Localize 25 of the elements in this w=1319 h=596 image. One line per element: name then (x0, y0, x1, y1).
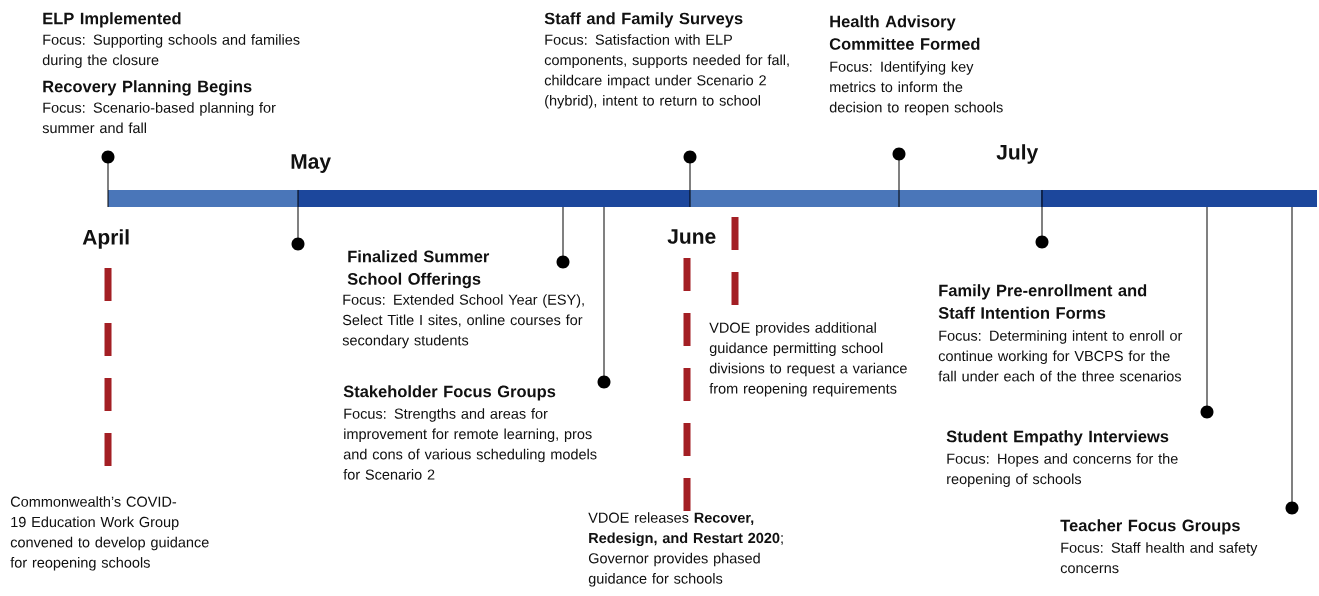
event-description: Focus: Satisfaction with ELP components, supports needed for fall, childcare impact under Scenario 2 (hybrid), intent to return to school (544, 34, 789, 109)
month-label: April (82, 229, 129, 249)
event-description: Focus: Scenario-based planning for summer and fall (42, 102, 276, 134)
month-label: June (667, 229, 716, 244)
note-text: VDOE releases Recover, Redesign, and Restart 2020; Governor provides phased guidance for schools (588, 512, 783, 587)
event-description: Focus: Extended School Year (ESY), Select Title I sites, online courses for secondary students (342, 294, 584, 349)
event-title: Student Empathy Interviews (946, 430, 1169, 446)
month-label: July (996, 144, 1039, 164)
event-description: Focus: Staff health and safety concerns (1060, 542, 1258, 574)
event-description: Focus: Hopes and concerns for the reopening of schools (947, 453, 1178, 487)
event-title: Teacher Focus Groups (1060, 519, 1240, 535)
event-title: Recovery Planning Begins (43, 80, 252, 96)
event-description: Focus: Supporting schools and families during the closure (42, 34, 300, 68)
event-title: Staff and Family Surveys (544, 12, 743, 28)
event-title: Health Advisory Committee Formed (829, 15, 980, 50)
event-description: Focus: Strengths and areas for improvement for remote learning, pros and cons of various scheduling models for Scenario 2 (343, 408, 597, 480)
event-title: Finalized Summer School Offerings (347, 250, 490, 289)
event-title: Stakeholder Focus Groups (343, 385, 556, 401)
note-text: VDOE provides additional guidance permitting school divisions to request a variance from reopening requirements (709, 322, 907, 397)
event-description: Focus: Identifying key metrics to inform the decision to reopen schools (829, 61, 1003, 116)
event-title: ELP Implemented (43, 12, 181, 28)
event-description: Focus: Determining intent to enroll or continue working for VBCPS for the fall under each of the three scenarios (938, 330, 1183, 382)
month-label: May (291, 154, 331, 173)
note-text: Commonwealth’s COVID-19 Education Work Group convened to develop guidance for reopening schools (10, 496, 209, 571)
event-title: Family Pre-enrollment and Staff Intention Forms (938, 284, 1147, 319)
